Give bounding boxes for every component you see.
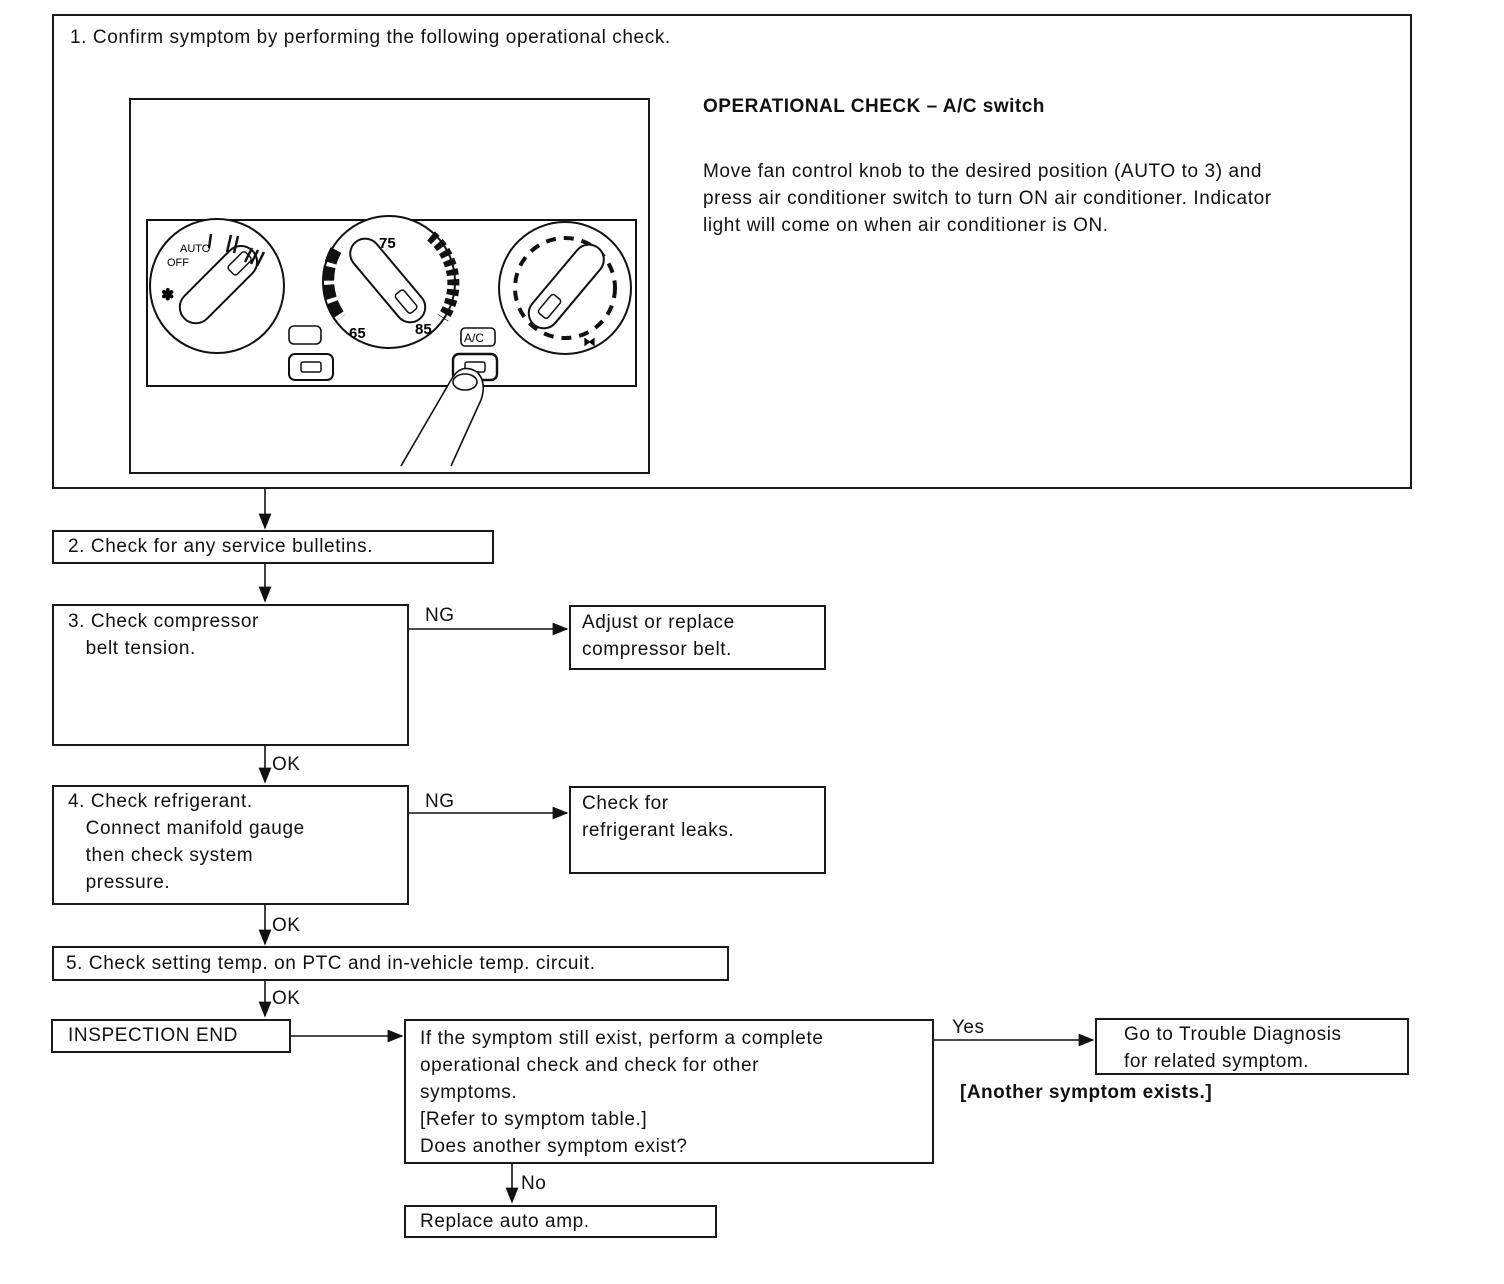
followup-line-5: Does another symptom exist?	[420, 1136, 688, 1157]
step4-box	[52, 785, 409, 905]
fan-knob-icon: AUTO OFF ✽	[149, 218, 285, 354]
step4-ng-result-box	[569, 786, 826, 874]
fan-off-label: OFF	[167, 257, 189, 269]
finger-icon	[400, 367, 485, 467]
temperature-knob-icon: 65 75 85	[322, 215, 460, 349]
inspection-end-text: INSPECTION END	[68, 1025, 238, 1046]
step3-ng-result-2: compressor belt.	[582, 639, 733, 660]
followup-no-result: Replace auto amp.	[420, 1211, 590, 1232]
step3-line-1: 3. Check compressor	[68, 611, 259, 632]
temp-85-label: 85	[415, 321, 432, 338]
step3-box	[52, 604, 409, 746]
step5-text: 5. Check setting temp. on PTC and in-veh…	[66, 953, 596, 974]
followup-line-2: operational check and check for other	[420, 1055, 760, 1076]
step4-line-3: then check system	[68, 845, 254, 866]
followup-yes-note: [Another symptom exists.]	[960, 1082, 1213, 1103]
inspection-end-box	[51, 1019, 291, 1053]
operational-check-heading: OPERATIONAL CHECK – A/C switch	[703, 96, 1045, 117]
followup-line-4: [Refer to symptom table.]	[420, 1109, 648, 1130]
step4-ng-result-2: refrigerant leaks.	[582, 820, 735, 841]
step3-ng-label: NG	[425, 605, 455, 626]
step2-text: 2. Check for any service bulletins.	[68, 536, 374, 557]
step4-line-2: Connect manifold gauge	[68, 818, 305, 839]
step3-ng-result-1: Adjust or replace	[582, 612, 735, 633]
followup-no-result-box	[404, 1205, 717, 1238]
step4-line-4: pressure.	[68, 872, 171, 893]
step4-line-1: 4. Check refrigerant.	[68, 791, 253, 812]
mode-knob-icon: ⧓	[498, 221, 632, 355]
operational-check-desc-1: Move fan control knob to the desired pos…	[703, 161, 1263, 182]
step3-line-2: belt tension.	[68, 638, 196, 659]
followup-yes-result-1: Go to Trouble Diagnosis	[1124, 1024, 1342, 1045]
followup-yes-result-box	[1095, 1018, 1409, 1075]
followup-yes-label: Yes	[952, 1017, 985, 1038]
step5-box	[52, 946, 729, 981]
step5-ok-label: OK	[272, 988, 301, 1009]
step4-ok-label: OK	[272, 915, 301, 936]
followup-yes-result-2: for related symptom.	[1124, 1051, 1310, 1072]
step1-text: 1. Confirm symptom by performing the fol…	[70, 27, 671, 48]
step3-ng-result-box	[569, 605, 826, 670]
ac-button-label: A/C	[464, 331, 484, 345]
followup-box	[404, 1019, 934, 1164]
followup-line-3: symptoms.	[420, 1082, 518, 1103]
fan-symbol-icon: ✽	[161, 287, 174, 304]
followup-line-1: If the symptom still exist, perform a co…	[420, 1028, 824, 1049]
step4-ng-result-1: Check for	[582, 793, 669, 814]
followup-no-label: No	[521, 1173, 547, 1194]
step4-ng-label: NG	[425, 791, 455, 812]
fan-auto-label: AUTO	[180, 243, 211, 255]
operational-check-desc-3: light will come on when air conditioner …	[703, 215, 1109, 236]
recirculation-button	[288, 325, 334, 381]
temp-65-label: 65	[349, 325, 366, 342]
operational-check-desc-2: press air conditioner switch to turn ON …	[703, 188, 1272, 209]
step3-ok-label: OK	[272, 754, 301, 775]
step2-box	[52, 530, 494, 564]
defrost-icon: ⧓	[583, 334, 596, 349]
temp-75-label: 75	[379, 235, 396, 252]
ac-panel-illustration: AUTO OFF ✽ 65 75 85	[129, 98, 650, 474]
